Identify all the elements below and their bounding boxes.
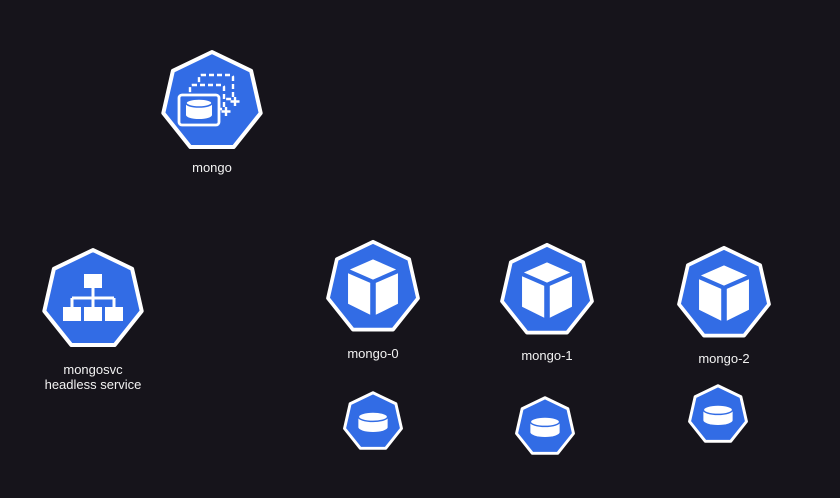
volume-icon [343,391,403,450]
service-label: mongosvc headless service [45,362,142,392]
pod-icon [677,245,771,338]
volume-icon [688,384,748,443]
service-node[interactable] [40,247,146,353]
pod-label-mongo-0: mongo-0 [347,346,399,361]
pod-icon [326,239,420,332]
volume-node-mongo-2[interactable] [687,384,749,446]
volume-icon [515,396,575,455]
volume-node-mongo-1[interactable] [514,396,576,458]
volume-node-mongo-0[interactable] [342,391,404,453]
pod-node-mongo-2[interactable] [675,245,773,343]
pod-label-mongo-2: mongo-2 [698,351,750,366]
service-type: headless service [44,377,142,392]
pod-icon [500,242,594,335]
statefulset-label: mongo [192,160,232,175]
service-icon [42,248,144,347]
statefulset-icon [161,50,263,149]
service-name: mongosvc [63,362,123,377]
pod-node-mongo-0[interactable] [324,239,422,337]
pod-node-mongo-1[interactable] [498,242,596,340]
statefulset-node[interactable] [159,49,265,155]
pod-label-mongo-1: mongo-1 [521,348,573,363]
